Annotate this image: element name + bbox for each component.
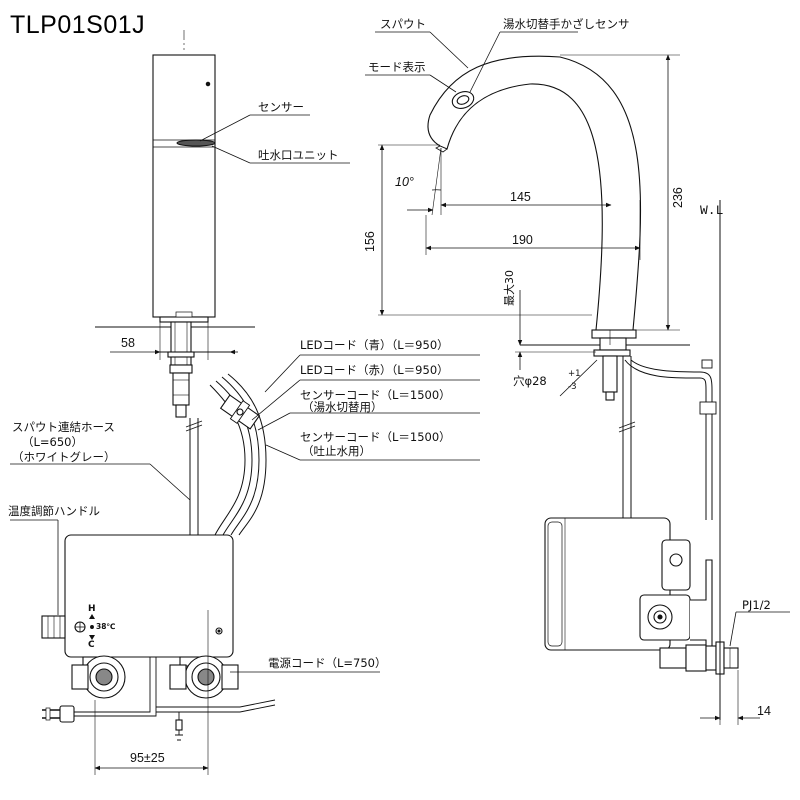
- label-led-blue: LEDコード（青）（L＝950）: [300, 338, 449, 352]
- label-hand-sensor: 湯水切替手かざしセンサ: [503, 17, 630, 31]
- side-dimensions: [378, 54, 760, 725]
- label-sensor-cord-spout-2: （吐止水用）: [302, 444, 371, 458]
- label-sensor: センサー: [258, 100, 304, 114]
- dim-95: 95±25: [130, 751, 165, 765]
- label-hose-3: （ホワイトグレー）: [12, 450, 116, 464]
- label-spout-unit: 吐水口ユニット: [258, 148, 339, 162]
- side-view: [427, 55, 739, 720]
- label-wl: W.L: [700, 203, 724, 218]
- faucet-body: [152, 54, 216, 318]
- label-spout: スパウト: [380, 17, 426, 31]
- label-sensor-cord-hot-cold-2: （湯水切替用）: [302, 400, 383, 414]
- label-hose-2: （L=650）: [22, 435, 83, 449]
- front-view: [41, 30, 276, 775]
- dim-14: 14: [757, 704, 771, 718]
- label-mode-display: モード表示: [368, 60, 426, 74]
- label-sensor-cord-hot-cold-1: センサーコード（L＝1500）: [300, 388, 451, 402]
- label-sensor-cord-spout-1: センサーコード（L＝1500）: [300, 430, 451, 444]
- label-temp-handle: 温度調節ハンドル: [8, 504, 100, 518]
- temp-handle: [41, 615, 66, 639]
- dim-145: 145: [510, 190, 531, 204]
- dim-58: 58: [121, 336, 135, 350]
- hole-tol-plus: +1: [568, 369, 581, 379]
- front-dimensions: [94, 322, 238, 771]
- dim-156: 156: [363, 231, 377, 252]
- label-pj: PJ1/2: [742, 598, 771, 612]
- control-box-front: [64, 534, 234, 658]
- spout: [427, 55, 642, 331]
- handle-mark-c: C: [88, 640, 95, 650]
- mode-dot-front: [205, 81, 211, 87]
- sensor-window: [176, 139, 216, 147]
- side-leaders: [365, 31, 790, 647]
- label-hole: 穴φ28: [513, 374, 547, 388]
- label-power-cord: 電源コード（L=750）: [268, 656, 387, 670]
- handle-mark-deg: 38℃: [96, 622, 116, 631]
- dim-190: 190: [512, 233, 533, 247]
- label-max30: 最大30: [503, 270, 516, 306]
- dim-10deg: 10°: [395, 175, 414, 189]
- hole-tol-minus: -3: [568, 382, 577, 392]
- dim-236: 236: [671, 187, 685, 208]
- model-number: TLP01S01J: [10, 11, 146, 39]
- front-leaders: [10, 114, 480, 673]
- label-hose-1: スパウト連結ホース: [12, 420, 115, 434]
- handle-mark-h: H: [88, 604, 96, 614]
- label-led-red: LEDコード（赤）（L＝950）: [300, 363, 449, 377]
